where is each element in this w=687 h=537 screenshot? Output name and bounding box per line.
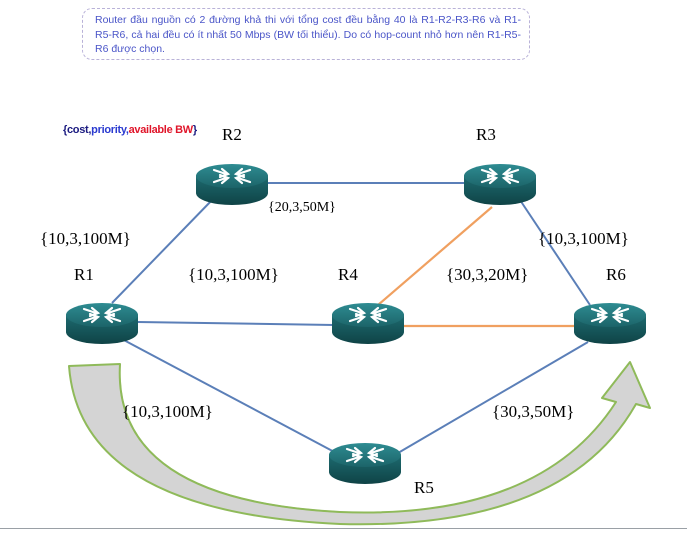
link-label-r5-r6: {30,3,50M} bbox=[492, 402, 575, 421]
link-label-r2-r3: {20,3,50M} bbox=[268, 200, 336, 215]
router-icon bbox=[327, 441, 403, 486]
router-icon bbox=[64, 301, 140, 346]
legend-priority: priority, bbox=[91, 124, 129, 136]
router-label-r5: R5 bbox=[414, 478, 434, 497]
link-label-r1-r4: {10,3,100M} bbox=[188, 265, 279, 284]
bottom-divider bbox=[0, 528, 687, 529]
curved-arrow bbox=[68, 361, 651, 526]
link-r1-r4 bbox=[137, 321, 335, 326]
router-icon bbox=[572, 301, 648, 346]
link-r5-r6 bbox=[397, 341, 589, 454]
link-label-r1-r5: {10,3,100M} bbox=[122, 402, 213, 421]
legend-close: } bbox=[192, 124, 197, 136]
link-r4-r3 bbox=[377, 206, 493, 306]
router-label-r1: R1 bbox=[74, 265, 94, 284]
link-r1-r5 bbox=[119, 337, 341, 456]
router-label-r4: R4 bbox=[338, 265, 358, 284]
link-label-r4-r3-r6: {30,3,20M} bbox=[446, 265, 529, 284]
legend-cost: cost, bbox=[66, 124, 92, 136]
legend-bw: available BW bbox=[128, 124, 194, 136]
router-icon bbox=[194, 162, 270, 207]
annotation-note: Router đầu nguồn có 2 đường khả thi với … bbox=[82, 8, 530, 60]
router-label-r6: R6 bbox=[606, 265, 626, 284]
link-label-r3-r6: {10,3,100M} bbox=[538, 229, 629, 248]
router-icon bbox=[330, 301, 406, 346]
router-label-r2: R2 bbox=[222, 125, 242, 144]
legend: {cost,priority,available BW} bbox=[63, 124, 197, 136]
legend-open: { bbox=[63, 124, 67, 136]
link-label-r1-r2: {10,3,100M} bbox=[40, 229, 131, 248]
link-r1-r2 bbox=[111, 197, 215, 304]
link-r3-r6 bbox=[517, 196, 591, 306]
router-label-r3: R3 bbox=[476, 125, 496, 144]
arrow-inner-edge bbox=[119, 363, 341, 513]
router-icon bbox=[462, 162, 538, 207]
